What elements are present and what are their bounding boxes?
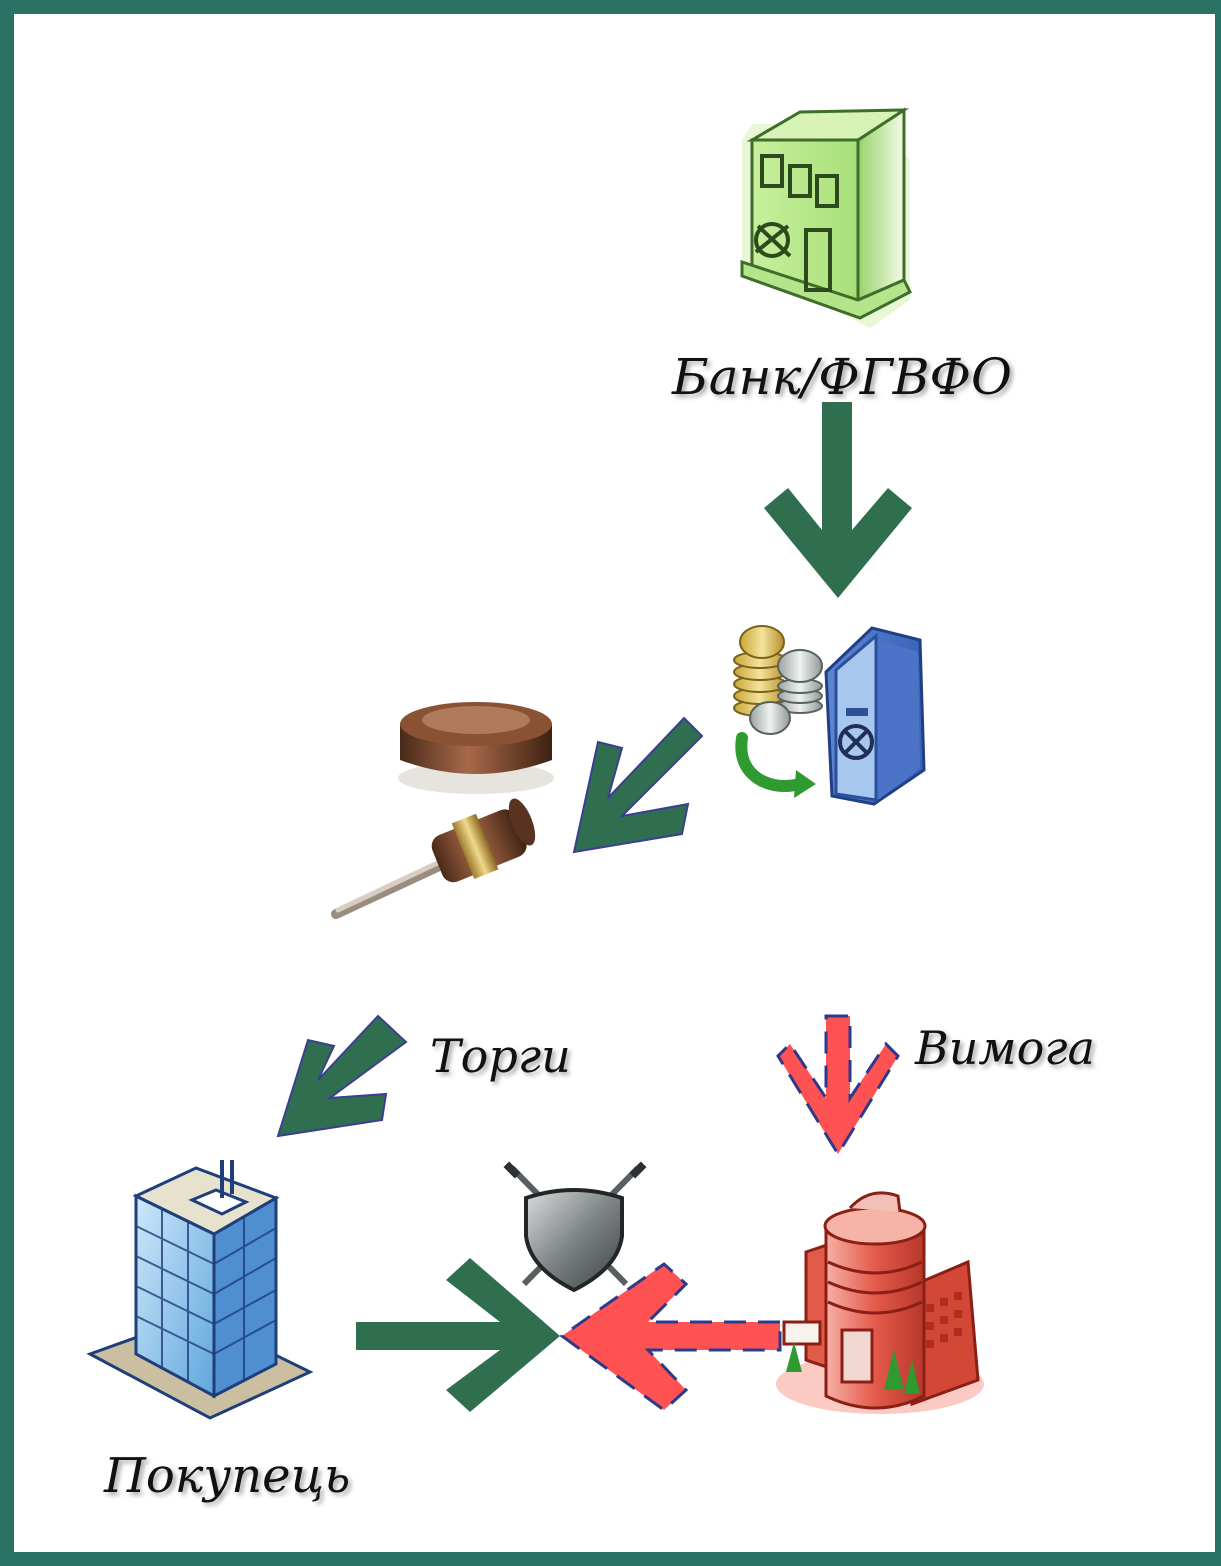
office-tower-icon bbox=[86, 1160, 314, 1420]
shield-swords-icon bbox=[503, 1161, 647, 1293]
coins-safe-icon bbox=[733, 625, 926, 806]
bank-label: Банк/ФГВФО bbox=[672, 348, 1013, 406]
auction-label: Торги bbox=[430, 1029, 571, 1083]
claim-arrow-down bbox=[776, 1014, 900, 1157]
arrow-safe-to-auction bbox=[572, 716, 704, 854]
arrow-buyer-to-conflict bbox=[356, 1258, 560, 1412]
gavel-icon bbox=[331, 702, 554, 919]
arrow-auction-to-buyer bbox=[276, 1014, 408, 1138]
bank-building-icon bbox=[740, 107, 913, 328]
claim-label: Вимога bbox=[915, 1021, 1095, 1075]
arrow-debtor-to-conflict bbox=[559, 1262, 782, 1412]
arrow-bank-to-safe bbox=[764, 402, 912, 598]
buyer-label: Покупець bbox=[104, 1448, 351, 1504]
debtor-building-icon bbox=[776, 1191, 984, 1414]
